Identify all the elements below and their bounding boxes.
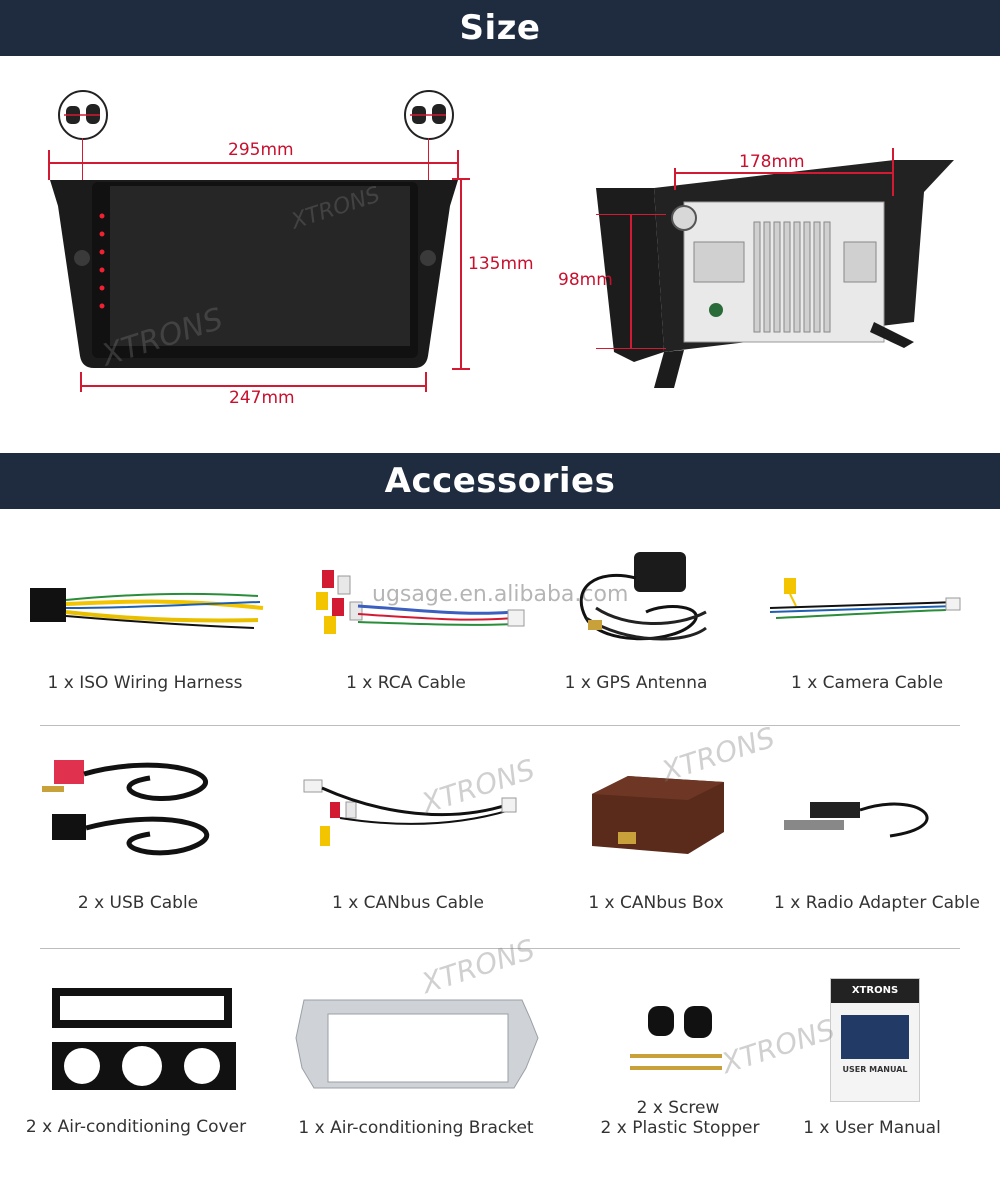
- manual-title: USER MANUAL: [842, 1065, 908, 1074]
- dim-height-front: 135mm: [468, 254, 534, 274]
- stopper-callout-icon: [404, 90, 454, 140]
- usb-cable-label: 2 x USB Cable: [77, 893, 199, 913]
- canbus-box-image: [588, 772, 728, 867]
- user-manual-image: XTRONS USER MANUAL: [830, 978, 920, 1102]
- stopper-callout-icon: [58, 90, 108, 140]
- dim-line-height: [460, 178, 462, 370]
- radio-adapter-cable-image: [780, 796, 950, 861]
- air-conditioning-cover-label: 2 x Air-conditioning Cover: [25, 1117, 247, 1137]
- camera-cable-label: 1 x Camera Cable: [790, 673, 944, 693]
- user-manual-label: 1 x User Manual: [803, 1118, 941, 1138]
- size-section-header: Size: [0, 0, 1000, 56]
- accessories-section-header: Accessories: [0, 453, 1000, 509]
- gps-antenna-image: [566, 548, 716, 653]
- rca-cable-image: [308, 566, 528, 647]
- dim-tick: [425, 372, 427, 392]
- row-divider: [40, 725, 960, 726]
- dim-tick: [452, 178, 470, 180]
- canbus-box-label: 1 x CANbus Box: [588, 893, 724, 913]
- dim-tick: [48, 150, 50, 180]
- screw-and-stopper-image: [626, 1002, 726, 1083]
- plastic-stopper-label: 2 x Plastic Stopper: [600, 1118, 760, 1138]
- brand-watermark: XTRONS: [417, 932, 539, 1001]
- row-divider: [40, 948, 960, 949]
- dim-tick: [674, 168, 676, 190]
- dim-width-bottom: 247mm: [229, 388, 295, 408]
- dim-width-top: 295mm: [228, 140, 294, 160]
- dim-depth: 178mm: [739, 152, 805, 172]
- dim-tick: [596, 348, 666, 349]
- screw-label: 2 x Screw: [636, 1098, 720, 1118]
- air-conditioning-cover-image: [50, 986, 240, 1097]
- canbus-cable-label: 1 x CANbus Cable: [332, 893, 484, 913]
- radio-adapter-cable-label: 1 x Radio Adapter Cable: [774, 893, 980, 913]
- dim-height-back: 98mm: [558, 270, 613, 290]
- brand-watermark: XTRONS: [717, 1012, 839, 1081]
- manual-screen-art: [841, 1015, 909, 1059]
- iso-wiring-harness-label: 1 x ISO Wiring Harness: [47, 673, 243, 693]
- dim-line-bottom: [80, 385, 426, 387]
- dim-tick: [596, 214, 666, 215]
- dim-line-depth: [674, 172, 894, 174]
- camera-cable-image: [766, 572, 966, 637]
- head-unit-front-image: [48, 176, 460, 372]
- rca-cable-label: 1 x RCA Cable: [346, 673, 466, 693]
- dim-tick: [457, 150, 459, 180]
- air-conditioning-bracket-label: 1 x Air-conditioning Bracket: [298, 1118, 534, 1138]
- gps-antenna-label: 1 x GPS Antenna: [564, 673, 708, 693]
- manual-brand-band: XTRONS: [831, 979, 919, 1003]
- air-conditioning-bracket-image: [294, 998, 544, 1097]
- dim-tick: [80, 372, 82, 392]
- iso-wiring-harness-image: [28, 578, 268, 643]
- dim-tick: [452, 368, 470, 370]
- canbus-cable-image: [300, 774, 520, 859]
- head-unit-back-image: [594, 152, 964, 392]
- dim-tick: [892, 148, 894, 196]
- usb-cable-image: [40, 756, 240, 877]
- dim-line-top: [48, 162, 458, 164]
- dim-line-height-back: [630, 214, 632, 348]
